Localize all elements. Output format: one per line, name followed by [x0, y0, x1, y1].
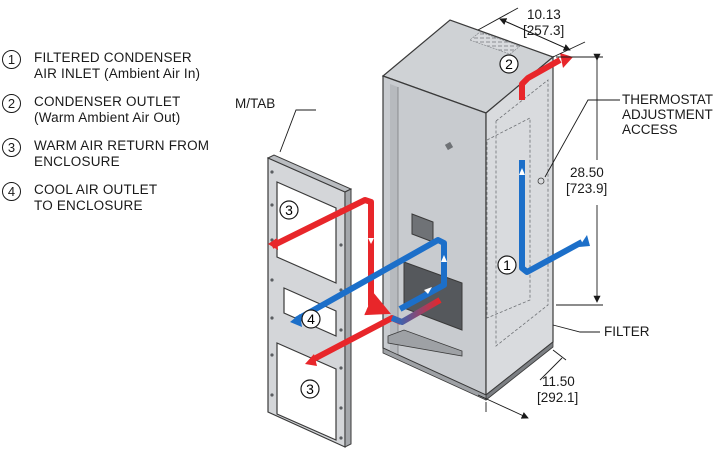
- legend-number: 4: [2, 182, 21, 201]
- callout-circle: [301, 309, 321, 329]
- legend-line-2: AIR INLET (Ambient Air In): [34, 66, 201, 81]
- height-in-label: 28.50: [570, 165, 604, 180]
- callout-circle: [499, 54, 519, 74]
- depth-in-label: 11.50: [542, 374, 575, 389]
- legend-number: 3: [2, 138, 21, 157]
- thermostat-label-3: ACCESS: [622, 122, 678, 137]
- callout-3-lower: 3: [306, 381, 314, 397]
- dimensions: [279, 7, 620, 419]
- legend-line-2: TO ENCLOSURE: [34, 198, 143, 213]
- thermostat-label-2: ADJUSTMENT: [622, 107, 713, 122]
- callout-circle: [300, 379, 320, 399]
- legend-line-1: COOL AIR OUTLET: [34, 182, 158, 197]
- legend-item-3: 3 WARM AIR RETURN FROM ENCLOSURE: [0, 138, 260, 178]
- legend-number: 2: [2, 94, 21, 113]
- callout-circle: [279, 200, 299, 220]
- filter-label: FILTER: [604, 324, 650, 339]
- condenser-outlet-arrow: [519, 57, 562, 100]
- callout-3-upper: 3: [285, 202, 293, 218]
- thermostat-label-1: THERMOSTAT: [622, 92, 713, 107]
- legend-item-4: 4 COOL AIR OUTLET TO ENCLOSURE: [0, 182, 260, 222]
- width-in-label: 10.13: [527, 7, 561, 22]
- depth-mm-label: [292.1]: [537, 390, 578, 405]
- legend-line-1: FILTERED CONDENSER: [34, 50, 192, 65]
- legend-line-2: (Warm Ambient Air Out): [34, 110, 181, 125]
- callout-4: 4: [307, 311, 315, 327]
- warm-return-upper-arrow: [270, 197, 391, 316]
- legend-line-1: CONDENSER OUTLET: [34, 94, 181, 109]
- mounting-panel: [266, 154, 353, 448]
- legend-line-2: ENCLOSURE: [34, 154, 120, 169]
- callout-circle: [497, 255, 517, 275]
- callouts: 2 1 3 4 3: [279, 54, 519, 399]
- legend-line-1: WARM AIR RETURN FROM: [34, 138, 210, 153]
- condenser-inlet-arrow: [519, 160, 584, 275]
- height-mm-label: [723.9]: [566, 181, 607, 196]
- airflow: [268, 53, 590, 366]
- callout-2: 2: [505, 56, 513, 72]
- legend-item-2: 2 CONDENSER OUTLET (Warm Ambient Air Out…: [0, 94, 260, 134]
- legend-item-1: 1 FILTERED CONDENSER AIR INLET (Ambient …: [0, 50, 260, 90]
- callout-1: 1: [503, 257, 511, 273]
- legend-number: 1: [2, 50, 21, 69]
- width-mm-label: [257.3]: [523, 23, 564, 38]
- labels: M/TAB THERMOSTAT ADJUSTMENT ACCESS FILTE…: [235, 7, 713, 405]
- mtab-label: M/TAB: [235, 96, 275, 111]
